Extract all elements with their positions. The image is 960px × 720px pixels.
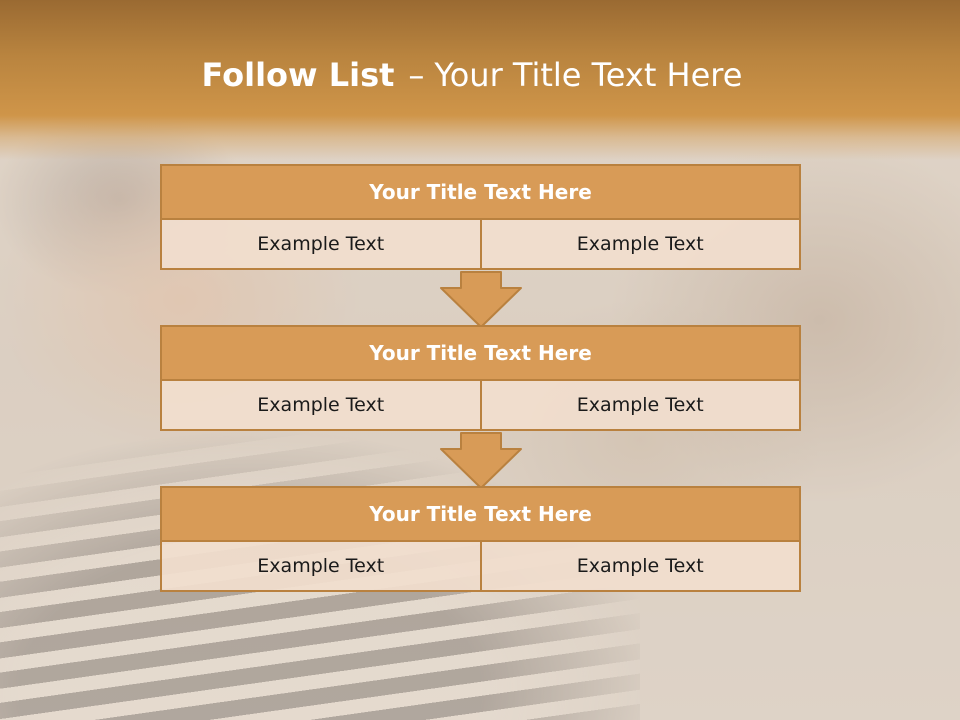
list-block-row: Example Text Example Text	[160, 542, 801, 592]
list-block-title: Your Title Text Here	[160, 486, 801, 542]
list-block-3: Your Title Text Here Example Text Exampl…	[160, 486, 801, 592]
slide-title-bold: Follow List	[201, 56, 395, 94]
list-block-row: Example Text Example Text	[160, 220, 801, 270]
down-arrow-icon	[440, 432, 522, 489]
list-block-2: Your Title Text Here Example Text Exampl…	[160, 325, 801, 431]
slide-title: Follow List–Your Title Text Here	[0, 56, 944, 94]
list-block-cell-left: Example Text	[160, 542, 482, 592]
list-block-row: Example Text Example Text	[160, 381, 801, 431]
list-block-cell-left: Example Text	[160, 220, 482, 270]
down-arrow-icon	[440, 271, 522, 328]
list-block-1: Your Title Text Here Example Text Exampl…	[160, 164, 801, 270]
slide-title-dash: –	[408, 56, 425, 94]
list-block-cell-right: Example Text	[479, 220, 801, 270]
title-band	[0, 0, 960, 160]
list-block-cell-left: Example Text	[160, 381, 482, 431]
list-block-title: Your Title Text Here	[160, 325, 801, 381]
list-block-cell-right: Example Text	[479, 542, 801, 592]
slide-title-rest: Your Title Text Here	[434, 56, 743, 94]
list-block-title: Your Title Text Here	[160, 164, 801, 220]
list-block-cell-right: Example Text	[479, 381, 801, 431]
